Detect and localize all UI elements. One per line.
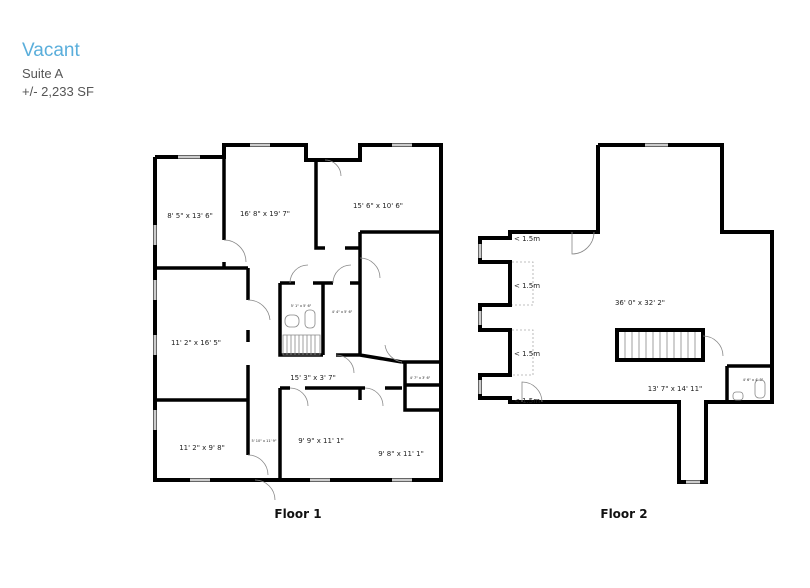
toilet-icon	[754, 379, 766, 399]
floor-1-exterior-wall	[153, 143, 443, 482]
room-dimensions: 11' 2" x 16' 5"	[171, 339, 221, 347]
floor-1-doors	[223, 159, 403, 501]
floor-1-windows	[153, 143, 412, 482]
room-dimensions: 4' 7" x 3' 6"	[410, 376, 431, 380]
bay-dimension: < 1.5m	[514, 282, 540, 290]
room-dimensions: 4' 6" x 4' 3"	[743, 378, 764, 382]
room-dimensions: 9' 9" x 11' 1"	[298, 437, 344, 445]
floor-2-plan: < 1.5m < 1.5m < 1.5m < 1.5m 36' 0" x 32'…	[478, 143, 774, 521]
floor-1-stairs	[282, 334, 321, 356]
room-dimensions: 15' 6" x 10' 6"	[353, 202, 403, 210]
floor-2-stairs	[624, 332, 696, 358]
floor-2-label: Floor 2	[600, 507, 647, 521]
floor-2-bay-areas	[512, 261, 534, 376]
room-dimensions: 5' 10" x 11' 9"	[251, 439, 276, 443]
suite-area: +/- 2,233 SF	[22, 84, 94, 99]
listing-status: Vacant	[22, 40, 80, 61]
bay-dimension: < 1.5m	[514, 397, 540, 405]
room-dimensions: 16' 8" x 19' 7"	[240, 210, 290, 218]
floor-2-exterior-wall	[478, 143, 774, 484]
floor-2-stairs-wall	[615, 328, 705, 362]
bay-dimension: < 1.5m	[514, 235, 540, 243]
floor-1-interior-walls	[155, 157, 441, 480]
floor-2-doors	[521, 231, 724, 403]
toilet-icon	[304, 309, 316, 329]
room-dimensions: 13' 7" x 14' 11"	[648, 385, 703, 393]
room-dimensions: 5' 1" x 5' 6"	[291, 304, 312, 308]
floor-2-windows	[478, 143, 700, 484]
room-dimensions: 4' 4" x 5' 6"	[332, 310, 353, 314]
suite-name: Suite A	[22, 66, 64, 81]
room-dimensions: 8' 5" x 13' 6"	[167, 212, 213, 220]
sink-icon	[732, 391, 744, 401]
floor-1-label: Floor 1	[274, 507, 321, 521]
room-dimensions: 15' 3" x 3' 7"	[290, 374, 336, 382]
room-dimensions: 36' 0" x 32' 2"	[615, 299, 665, 307]
floor-2-interior-walls	[725, 364, 772, 402]
bay-dimension: < 1.5m	[514, 350, 540, 358]
floor-1-plan: 8' 5" x 13' 6" 16' 8" x 19' 7" 15' 6" x …	[153, 143, 443, 521]
room-dimensions: 11' 2" x 9' 8"	[179, 444, 225, 452]
sink-icon	[284, 314, 300, 328]
room-dimensions: 9' 8" x 11' 1"	[378, 450, 424, 458]
